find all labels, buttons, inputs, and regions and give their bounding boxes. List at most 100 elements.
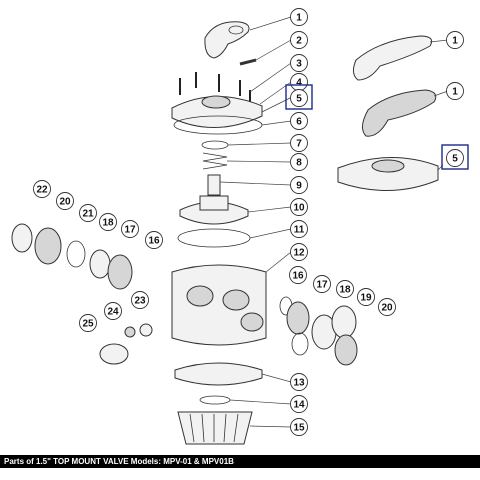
callout-labels: 1234567891011121314151152220211817162324… — [33, 8, 469, 436]
callout-c17a: 17 — [121, 220, 139, 238]
callout-number: 19 — [360, 293, 372, 304]
callout-c20b: 20 — [378, 298, 396, 316]
callout-circle — [33, 180, 51, 198]
part-cover-flange — [171, 95, 263, 128]
part-shaft-9 — [207, 174, 221, 196]
part-handle-main — [204, 21, 250, 59]
part-handle-alt-2 — [362, 89, 437, 137]
callout-number: 21 — [82, 209, 94, 220]
callout-circle — [289, 266, 307, 284]
callout-c19: 19 — [357, 288, 375, 306]
part-union-right — [279, 296, 358, 366]
part-handle-alt-1 — [352, 35, 433, 81]
part-spring-8 — [202, 152, 228, 170]
callout-c11: 11 — [290, 220, 308, 238]
callout-box — [441, 144, 469, 170]
callout-number: 2 — [296, 36, 302, 47]
callout-c20a: 20 — [56, 192, 74, 210]
callout-number: 10 — [293, 203, 305, 214]
callout-c7: 7 — [290, 134, 308, 152]
callout-circle — [290, 176, 308, 194]
diagram-caption: Parts of 1.5" TOP MOUNT VALVE Models: MP… — [0, 455, 480, 468]
part-cover-alt — [337, 156, 439, 192]
callout-c2: 2 — [290, 31, 308, 49]
callout-number: 5 — [452, 154, 458, 165]
callout-number: 1 — [452, 36, 458, 47]
callout-number: 4 — [296, 78, 302, 89]
callout-number: 18 — [102, 218, 114, 229]
part-lateral-basket-15 — [177, 411, 253, 445]
part-drain-assembly — [99, 323, 153, 365]
part-pin — [239, 58, 257, 66]
part-oring-14 — [199, 395, 231, 405]
callout-number: 11 — [294, 225, 305, 236]
callout-circle — [290, 8, 308, 26]
callout-c5b: 5 — [441, 144, 469, 170]
callout-circle — [99, 213, 117, 231]
callout-number: 20 — [59, 197, 71, 208]
callout-circle — [121, 220, 139, 238]
leader-lines — [219, 16, 449, 428]
callout-number: 1 — [296, 13, 302, 24]
callout-c15: 15 — [290, 418, 308, 436]
callout-number: 5 — [296, 94, 302, 105]
callout-circle — [378, 298, 396, 316]
callout-circle — [336, 280, 354, 298]
callout-number: 17 — [316, 280, 328, 291]
callout-c1c: 1 — [446, 82, 464, 100]
part-oring-7 — [201, 140, 229, 150]
callout-circle — [290, 395, 308, 413]
callout-c1b: 1 — [446, 31, 464, 49]
callout-circle — [446, 149, 464, 167]
callout-number: 1 — [452, 87, 458, 98]
callout-circle — [145, 231, 163, 249]
callout-circle — [290, 89, 308, 107]
callout-circle — [290, 112, 308, 130]
callout-circle — [290, 418, 308, 436]
callout-c24: 24 — [104, 302, 122, 320]
callout-circle — [290, 31, 308, 49]
callout-c12: 12 — [290, 243, 308, 261]
callout-c23: 23 — [131, 291, 149, 309]
callout-c8: 8 — [290, 153, 308, 171]
callout-box — [285, 84, 313, 110]
callout-circle — [56, 192, 74, 210]
callout-circle — [290, 220, 308, 238]
callout-number: 18 — [339, 285, 351, 296]
callout-number: 14 — [293, 400, 305, 411]
callout-c4: 4 — [290, 73, 308, 91]
callout-c3: 3 — [290, 54, 308, 72]
callout-number: 24 — [107, 307, 119, 318]
callout-circle — [79, 314, 97, 332]
callout-circle — [104, 302, 122, 320]
callout-c22: 22 — [33, 180, 51, 198]
callout-number: 13 — [293, 378, 305, 389]
callout-circle — [290, 134, 308, 152]
callout-c25: 25 — [79, 314, 97, 332]
callout-c5a: 5 — [285, 84, 313, 110]
callout-c10: 10 — [290, 198, 308, 216]
callout-circle — [357, 288, 375, 306]
callout-circle — [79, 204, 97, 222]
callout-number: 9 — [296, 181, 302, 192]
callout-number: 6 — [296, 117, 302, 128]
callout-circle — [446, 82, 464, 100]
callout-number: 16 — [148, 236, 160, 247]
part-valve-body-12 — [171, 264, 267, 346]
callout-number: 12 — [293, 248, 305, 259]
callout-circle — [446, 31, 464, 49]
callout-number: 8 — [296, 158, 302, 169]
callout-number: 20 — [381, 303, 393, 314]
callout-circle — [313, 275, 331, 293]
part-rotor-gasket-11 — [177, 228, 251, 248]
callout-c14: 14 — [290, 395, 308, 413]
callout-c18b: 18 — [336, 280, 354, 298]
callout-number: 15 — [293, 423, 305, 434]
callout-c16a: 16 — [145, 231, 163, 249]
callout-number: 25 — [82, 319, 94, 330]
callout-c16b: 16 — [289, 266, 307, 284]
callout-number: 22 — [36, 185, 48, 196]
callout-c17b: 17 — [313, 275, 331, 293]
callout-circle — [290, 198, 308, 216]
